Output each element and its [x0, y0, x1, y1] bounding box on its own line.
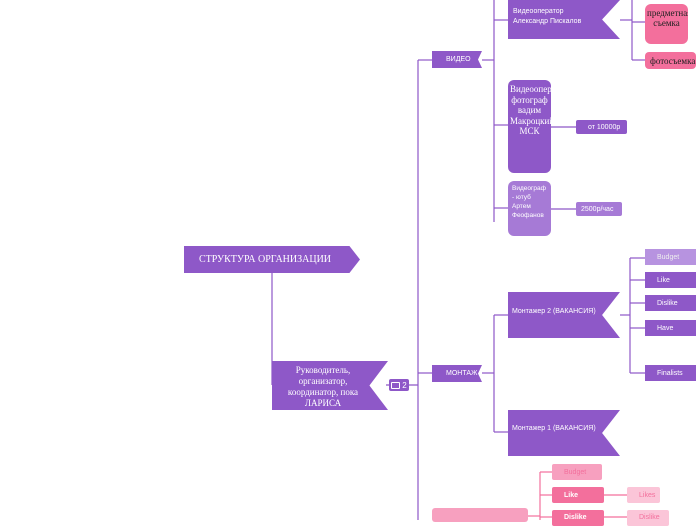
leader-node[interactable]: Руководитель, организатор, координатор, … [272, 361, 388, 410]
montage-tag-budget[interactable]: Budget [645, 249, 696, 265]
comment-icon [391, 381, 401, 389]
montage-tag-finalists-label: Finalists [657, 369, 683, 377]
montage-person-1[interactable]: Монтажер 1 (ВАКАНСИЯ) [508, 410, 620, 456]
video-tag-photo-shoot-label: фотосъемка [650, 55, 696, 66]
root-label: СТРУКТУРА ОРГАНИЗАЦИИ [198, 254, 332, 265]
branch-montage[interactable]: МОНТАЖ [432, 365, 482, 382]
price-node-2-label: 2500р/час [581, 205, 614, 213]
video-person-2[interactable]: Видеооператор, фотограф вадим Макроцкий … [508, 80, 551, 173]
video-person-2-label: Видеооператор, фотограф вадим Макроцкий … [510, 84, 551, 137]
video-person-3[interactable]: Видеограф - ютуб Артем Феофанов [508, 181, 551, 236]
price-node-1[interactable]: от 10000р [576, 120, 627, 134]
montage-person-1-label: Монтажер 1 (ВАКАНСИЯ) [512, 425, 596, 432]
price-node-2[interactable]: 2500р/час [576, 202, 622, 216]
montage-tag-like-label: Like [657, 276, 670, 284]
bottom-tag-dislike[interactable]: Dislike [552, 510, 604, 526]
branch-video[interactable]: ВИДЕО [432, 51, 482, 68]
montage-person-2-label: Монтажер 2 (ВАКАНСИЯ) [512, 308, 596, 315]
bottom-tag-budget[interactable]: Budget [552, 464, 602, 480]
video-tag-product-shoot-label: предметная съемка [647, 8, 688, 28]
bottom-tag-like[interactable]: Like [552, 487, 604, 503]
video-person-1-label: Видеооператор Александр Пискалов [513, 8, 582, 25]
bottom-side-tag-likes[interactable]: Likes [627, 487, 660, 503]
comment-badge[interactable]: 2 [389, 379, 409, 391]
montage-tag-finalists[interactable]: Finalists [645, 365, 696, 381]
bottom-side-tag-dislike[interactable]: Dislike [627, 510, 669, 526]
montage-tag-dislike-label: Dislike [657, 299, 678, 307]
montage-tag-dislike[interactable]: Dislike [645, 295, 696, 311]
montage-tag-have-label: Have [657, 324, 674, 332]
video-person-3-label: Видеограф - ютуб Артем Феофанов [512, 185, 546, 219]
bottom-tag-dislike-label: Dislike [564, 514, 587, 521]
montage-tag-budget-label: Budget [657, 253, 680, 261]
root-node[interactable]: СТРУКТУРА ОРГАНИЗАЦИИ [184, 246, 360, 273]
bottom-tag-budget-label: Budget [564, 468, 587, 476]
bottom-branch-node[interactable] [432, 508, 528, 522]
comment-count: 2 [402, 380, 407, 390]
branch-video-label: ВИДЕО [446, 56, 471, 63]
price-node-1-label: от 10000р [588, 123, 621, 131]
bottom-tag-like-label: Like [564, 491, 579, 499]
montage-tag-like[interactable]: Like [645, 272, 696, 288]
video-person-1[interactable]: Видеооператор Александр Пискалов [508, 0, 620, 39]
montage-tag-have[interactable]: Have [645, 320, 696, 336]
branch-montage-label: МОНТАЖ [446, 370, 478, 377]
montage-person-2[interactable]: Монтажер 2 (ВАКАНСИЯ) [508, 292, 620, 338]
bottom-side-tag-dislike-label: Dislike [639, 514, 660, 521]
video-tag-photo-shoot[interactable]: фотосъемка [645, 52, 696, 69]
bottom-side-tag-likes-label: Likes [639, 491, 656, 499]
leader-label: Руководитель, организатор, координатор, … [287, 365, 359, 408]
video-tag-product-shoot[interactable]: предметная съемка [645, 4, 688, 44]
